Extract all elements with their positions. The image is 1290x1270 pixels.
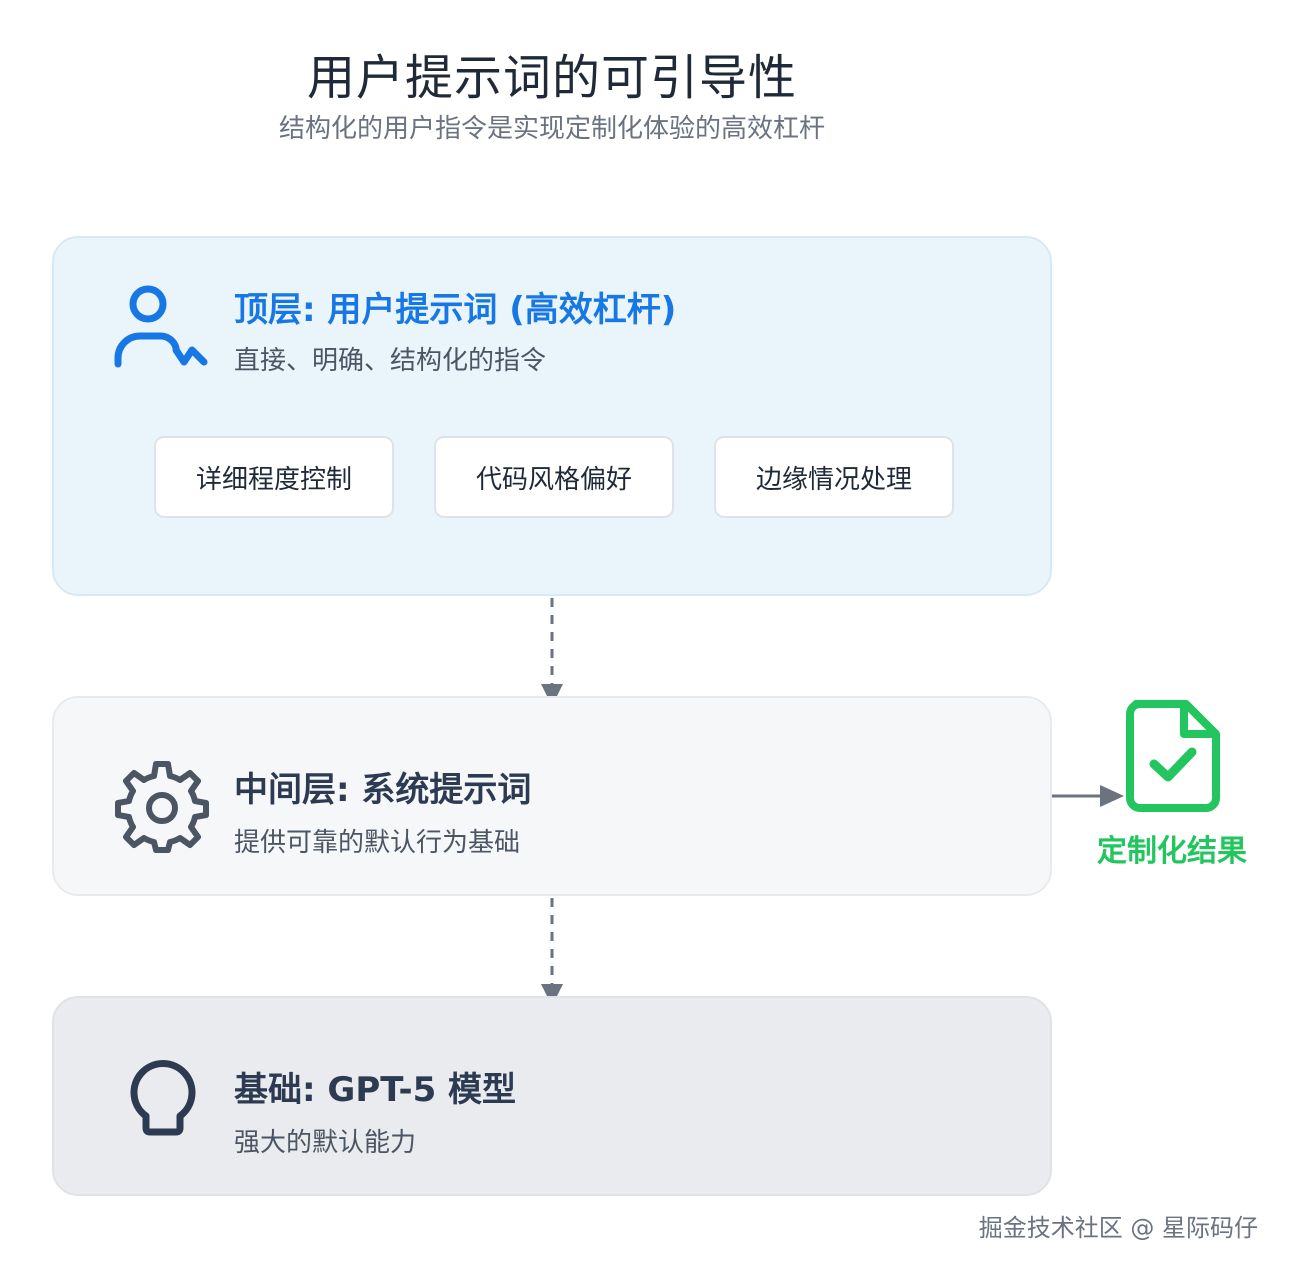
layer-description-base-model: 强大的默认能力 bbox=[234, 1128, 417, 1158]
layer-description-system-prompt: 提供可靠的默认行为基础 bbox=[234, 828, 521, 858]
layer-user-prompt: 顶层: 用户提示词 (高效杠杆) 直接、明确、结构化的指令 详细程度控制 代码风… bbox=[52, 236, 1052, 596]
lightbulb-icon bbox=[128, 1058, 198, 1138]
watermark: 掘金技术社区 @ 星际码仔 bbox=[978, 1214, 1258, 1242]
user-icon bbox=[112, 284, 212, 374]
dashed-arrow-middle-to-base bbox=[541, 898, 563, 1006]
chip-verbosity-control: 详细程度控制 bbox=[154, 436, 394, 518]
diagram-title: 用户提示词的可引导性 bbox=[306, 50, 797, 106]
gear-icon bbox=[112, 756, 212, 856]
diagram-subtitle: 结构化的用户指令是实现定制化体验的高效杠杆 bbox=[278, 114, 825, 144]
chip-edge-case-handling: 边缘情况处理 bbox=[714, 436, 954, 518]
layer-title-base-model: 基础: GPT-5 模型 bbox=[234, 1070, 517, 1110]
arrow-to-result bbox=[1052, 785, 1124, 807]
layer-system-prompt: 中间层: 系统提示词 提供可靠的默认行为基础 bbox=[52, 696, 1052, 896]
document-check-icon bbox=[1124, 700, 1222, 812]
layer-title-system-prompt: 中间层: 系统提示词 bbox=[234, 770, 532, 810]
result-label: 定制化结果 bbox=[1097, 834, 1247, 869]
layer-base-model: 基础: GPT-5 模型 强大的默认能力 bbox=[52, 996, 1052, 1196]
chip-code-style-preference: 代码风格偏好 bbox=[434, 436, 674, 518]
dashed-arrow-top-to-middle bbox=[541, 598, 563, 706]
layer-title-user-prompt: 顶层: 用户提示词 (高效杠杆) bbox=[234, 290, 677, 330]
layer-description-user-prompt: 直接、明确、结构化的指令 bbox=[234, 346, 547, 376]
